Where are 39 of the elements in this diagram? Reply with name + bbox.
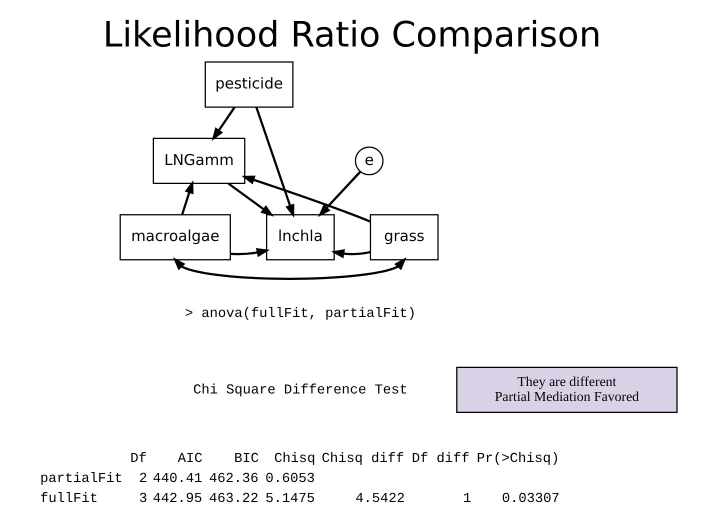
label: 5.1475	[265, 492, 315, 508]
arrow	[242, 176, 371, 223]
label: 442.95	[152, 492, 202, 508]
label: > anova(fullFit, partialFit)	[184, 307, 416, 322]
arrow	[230, 248, 270, 258]
arrow	[255, 106, 294, 218]
label: Chisq	[274, 452, 316, 468]
node-box: lnchla	[266, 214, 335, 260]
label: AIC	[178, 452, 203, 468]
label: 1	[463, 492, 472, 508]
arrow	[331, 249, 371, 258]
node-box: They are different Partial Mediation Favored	[456, 366, 678, 414]
label: 463.22	[209, 492, 259, 508]
label: Df diff	[412, 452, 470, 468]
arrow	[212, 106, 236, 141]
label: 440.41	[152, 472, 202, 488]
arrow	[181, 180, 194, 215]
label: Chisq diff	[322, 452, 404, 468]
label: 4.5422	[355, 492, 405, 508]
node-box: macroalgae	[120, 214, 231, 260]
arrow	[318, 171, 362, 217]
label: 3	[138, 492, 148, 508]
diagram-title: Likelihood Ratio Comparison	[102, 14, 602, 56]
label: Chi Square Difference Test	[193, 383, 408, 398]
node-box: pesticide	[204, 61, 294, 108]
label: BIC	[234, 452, 259, 468]
node-circle: e	[354, 146, 384, 176]
node-box: grass	[370, 214, 439, 260]
label: Df	[130, 452, 147, 468]
label: 0.6053	[265, 472, 315, 488]
label: Pr(>Chisq)	[476, 452, 560, 468]
label: 2	[138, 472, 148, 488]
label: partialFit	[40, 472, 123, 488]
arrow	[172, 257, 406, 280]
arrow	[228, 182, 274, 217]
node-box: LNGamm	[152, 138, 246, 184]
label: 0.03307	[502, 492, 560, 508]
label: fullFit	[40, 492, 98, 508]
label: 462.36	[209, 472, 259, 488]
